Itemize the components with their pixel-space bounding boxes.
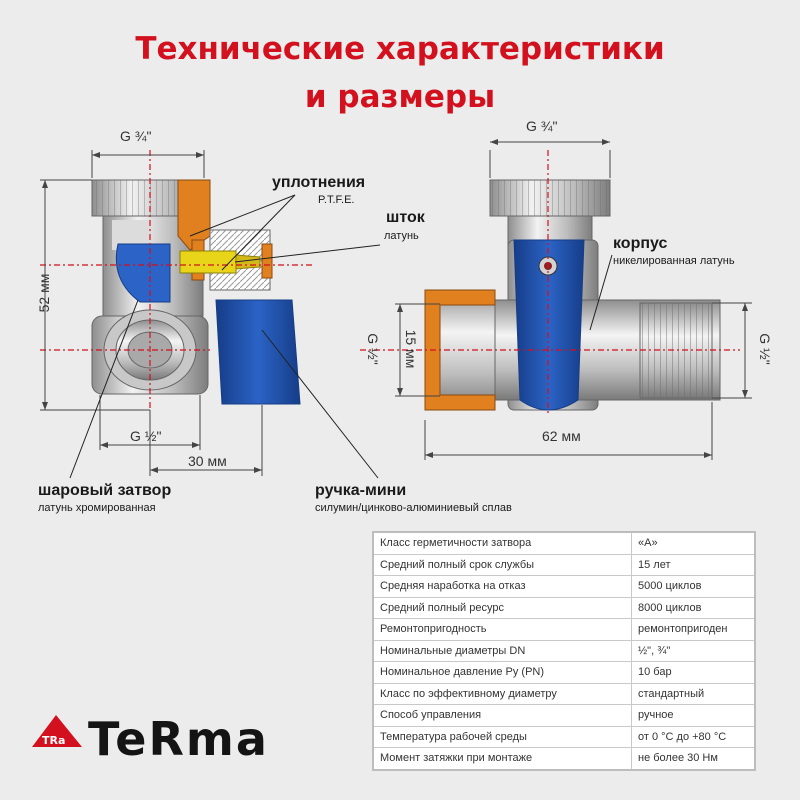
svg-text:TRa: TRa [42, 734, 65, 747]
brand-name: TeRma [88, 712, 269, 766]
callout-seals-material: P.T.F.E. [318, 194, 355, 206]
spec-value: не более 30 Нм [631, 747, 756, 770]
spec-param: Способ управления [372, 704, 632, 727]
spec-param: Температура рабочей среды [372, 725, 632, 748]
left-dim-top: G ¾" [120, 128, 152, 144]
spec-value: 15 лет [631, 553, 756, 576]
left-ball-section [115, 243, 171, 303]
callout-stem-name: шток [386, 209, 425, 226]
left-dim-width: 30 мм [188, 453, 227, 469]
spec-value: стандартный [631, 682, 756, 705]
callout-ball-name: шаровый затвор [38, 482, 172, 499]
spec-param: Средняя наработка на отказ [372, 575, 632, 598]
right-valve-view [360, 139, 752, 460]
spec-param: Класс по эффективному диаметру [372, 682, 632, 705]
spec-param: Момент затяжки при монтаже [372, 747, 632, 770]
right-dim-left-thread: G ½" [365, 333, 381, 365]
spec-value: от 0 °С до +80 °С [631, 725, 756, 748]
spec-param: Ремонтопригодность [372, 618, 632, 641]
brand-logo: TRa [32, 715, 82, 747]
page-title-line-2: и размеры [304, 79, 496, 115]
callout-handle-material: силумин/цинково-алюминиевый сплав [315, 502, 512, 514]
spec-row: Класс герметичности затвора«А» [372, 531, 756, 555]
callout-ball-material: латунь хромированная [38, 502, 156, 514]
right-dim-length: 62 мм [542, 428, 581, 444]
spec-value: ручное [631, 704, 756, 727]
callout-handle-name: ручка-мини [315, 482, 407, 499]
right-dim-inner: 15 мм [403, 329, 419, 369]
spec-value: ½", ¾" [631, 639, 756, 662]
spec-param: Средний полный ресурс [372, 596, 632, 619]
right-handle [513, 239, 585, 411]
left-dim-height: 52 мм [36, 273, 52, 313]
spec-value: 8000 циклов [631, 596, 756, 619]
brand-icon [32, 715, 82, 747]
left-dim-bottom: G ½" [130, 428, 162, 444]
spec-row: Номинальное давление Py (PN)10 бар [372, 661, 756, 684]
spec-table: Класс герметичности затвора«А»Средний по… [372, 531, 756, 771]
left-stem [179, 250, 237, 274]
spec-param: Номинальные диаметры DN [372, 639, 632, 662]
callout-body-material: никелированная латунь [613, 255, 735, 267]
spec-value: «А» [631, 531, 756, 555]
right-dim-right-thread: G ½" [757, 333, 773, 365]
spec-param: Номинальное давление Py (PN) [372, 661, 632, 684]
right-dim-top: G ¾" [526, 118, 558, 134]
left-handle [215, 299, 301, 405]
callout-seals-name: уплотнения [272, 174, 366, 191]
spec-value: 10 бар [631, 661, 756, 684]
callout-body-name: корпус [613, 235, 668, 252]
spec-value: ремонтопригоден [631, 618, 756, 641]
left-valve-view [40, 150, 381, 479]
callout-stem-material: латунь [384, 230, 419, 242]
spec-value: 5000 циклов [631, 575, 756, 598]
page-title-line-1: Технические характеристики [135, 31, 665, 67]
spec-param: Класс герметичности затвора [372, 531, 632, 555]
spec-param: Средний полный срок службы [372, 553, 632, 576]
